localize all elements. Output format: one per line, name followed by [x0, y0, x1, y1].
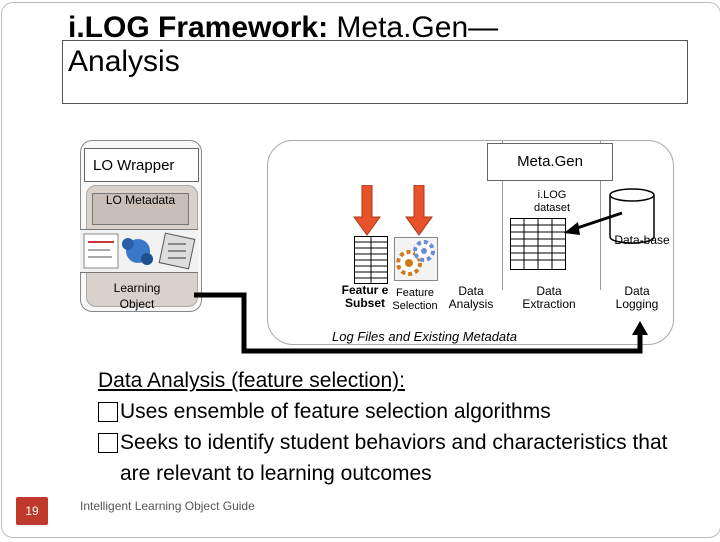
gears-icon	[394, 237, 438, 281]
bullet-list: Data Analysis (feature selection): Uses …	[98, 365, 698, 489]
divider-line	[600, 140, 601, 290]
lo-metadata-label: LO Metadata	[92, 193, 189, 225]
up-arrow-icon	[632, 321, 648, 335]
left-arrow-icon	[564, 222, 580, 235]
bullet-text: Uses ensemble of feature selection algor…	[120, 400, 551, 423]
flow-arrows	[194, 211, 648, 354]
page-title: i.LOG Framework: Meta.Gen— Analysis	[68, 11, 668, 79]
learning-object-images	[80, 229, 198, 273]
down-arrows	[353, 185, 433, 236]
down-arrow-icon	[405, 185, 433, 236]
database-icon	[609, 188, 655, 244]
page-number-badge: 19	[16, 497, 48, 525]
footer-text: Intelligent Learning Object Guide	[80, 499, 255, 513]
learning-object-label: Learning Object	[113, 281, 161, 311]
down-arrow-icon	[353, 185, 381, 236]
bullet-box-icon	[98, 402, 118, 422]
database-label: Data-base	[614, 233, 670, 247]
ilog-dataset-table-icon	[510, 218, 566, 270]
feature-subset-table-icon	[354, 236, 388, 284]
feature-subset-label: Featur e Subset	[341, 283, 389, 310]
bullet-text: Seeks to identify student behaviors and …	[120, 431, 668, 485]
bullet-item: Uses ensemble of feature selection algor…	[98, 396, 698, 427]
log-files-caption: Log Files and Existing Metadata	[332, 329, 517, 344]
bullet-heading: Data Analysis (feature selection):	[98, 369, 405, 392]
title-bold: i.LOG Framework:	[68, 11, 329, 44]
learning-object-icons	[83, 232, 196, 270]
lo-wrapper-label: LO Wrapper	[84, 148, 199, 182]
title-box	[62, 40, 688, 104]
data-analysis-label: Data Analysis	[448, 284, 494, 311]
ilog-dataset-label: i.LOG dataset	[533, 189, 571, 214]
data-logging-label: Data Logging	[615, 284, 659, 311]
title-rest: Meta.Gen—	[328, 11, 499, 44]
divider-line	[502, 140, 503, 290]
title-line2: Analysis	[68, 45, 180, 78]
bullet-box-icon	[98, 433, 118, 453]
data-extraction-label: Data Extraction	[522, 284, 576, 311]
feature-selection-label: Feature Selection	[392, 287, 438, 312]
bullet-item: Seeks to identify student behaviors and …	[98, 427, 698, 489]
metagen-label: Meta.Gen	[487, 143, 613, 181]
